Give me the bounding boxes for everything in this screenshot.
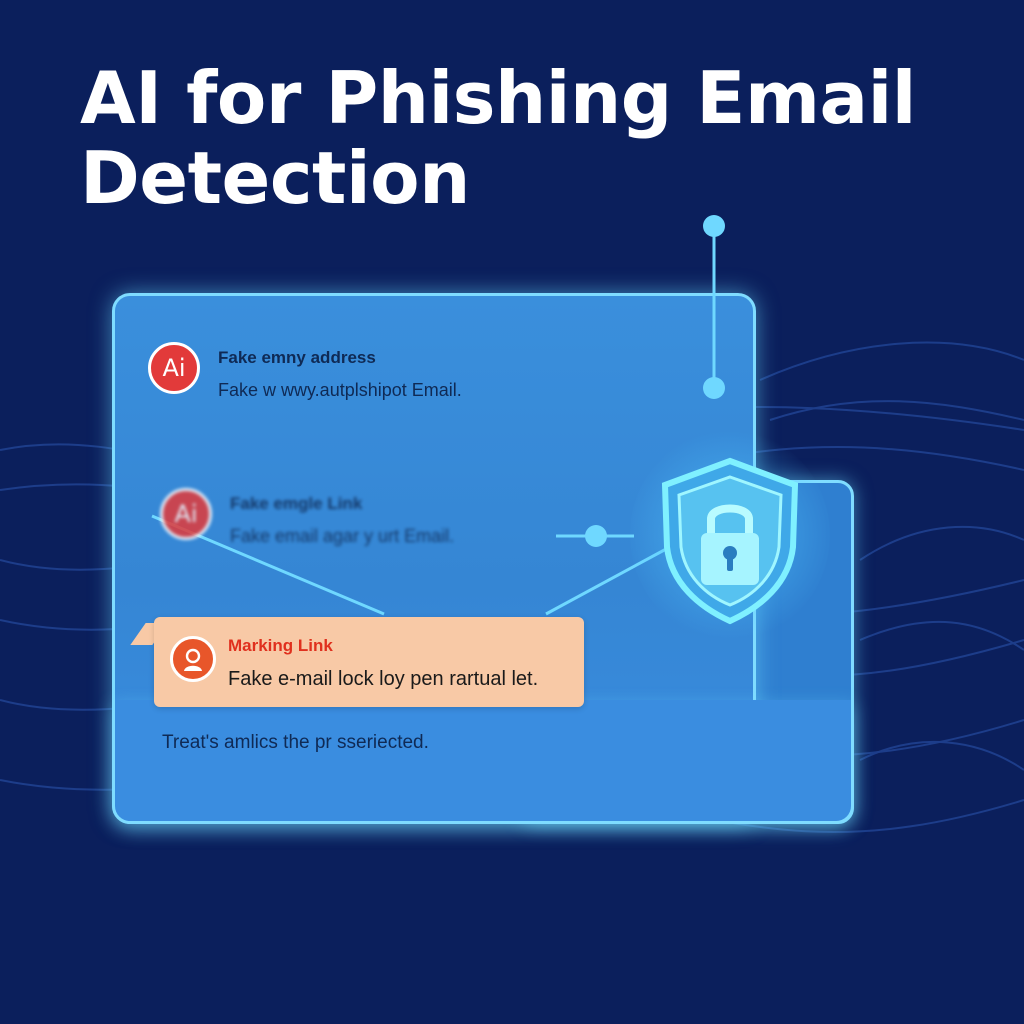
page-title: AI for Phishing Email Detection bbox=[80, 56, 916, 220]
row-title: Fake emgle Link bbox=[230, 494, 363, 513]
alert-subtitle: Fake e-mail lock loy pen rartual let. bbox=[228, 668, 539, 690]
lock-shield-icon[interactable] bbox=[655, 455, 805, 625]
row-subtitle: Fake email agar y urt Email. bbox=[230, 526, 455, 546]
list-item[interactable]: Ai Fake emgle Link Fake email agar y urt… bbox=[160, 488, 454, 547]
list-item[interactable]: Ai Fake emny address Fake w wwy.autplshi… bbox=[148, 342, 462, 401]
alert-title: Marking Link bbox=[228, 636, 333, 655]
user-warning-icon bbox=[170, 636, 216, 682]
panel-footer-text: Treat's amlics the pr sseriected. bbox=[162, 732, 429, 753]
ai-badge-icon: Ai bbox=[160, 488, 212, 540]
row-subtitle: Fake w wwy.autplshipot Email. bbox=[218, 380, 462, 400]
alert-card[interactable] bbox=[154, 617, 584, 707]
ai-badge-icon: Ai bbox=[148, 342, 200, 394]
row-title: Fake emny address bbox=[218, 348, 376, 367]
email-panel-bottom bbox=[112, 700, 854, 824]
